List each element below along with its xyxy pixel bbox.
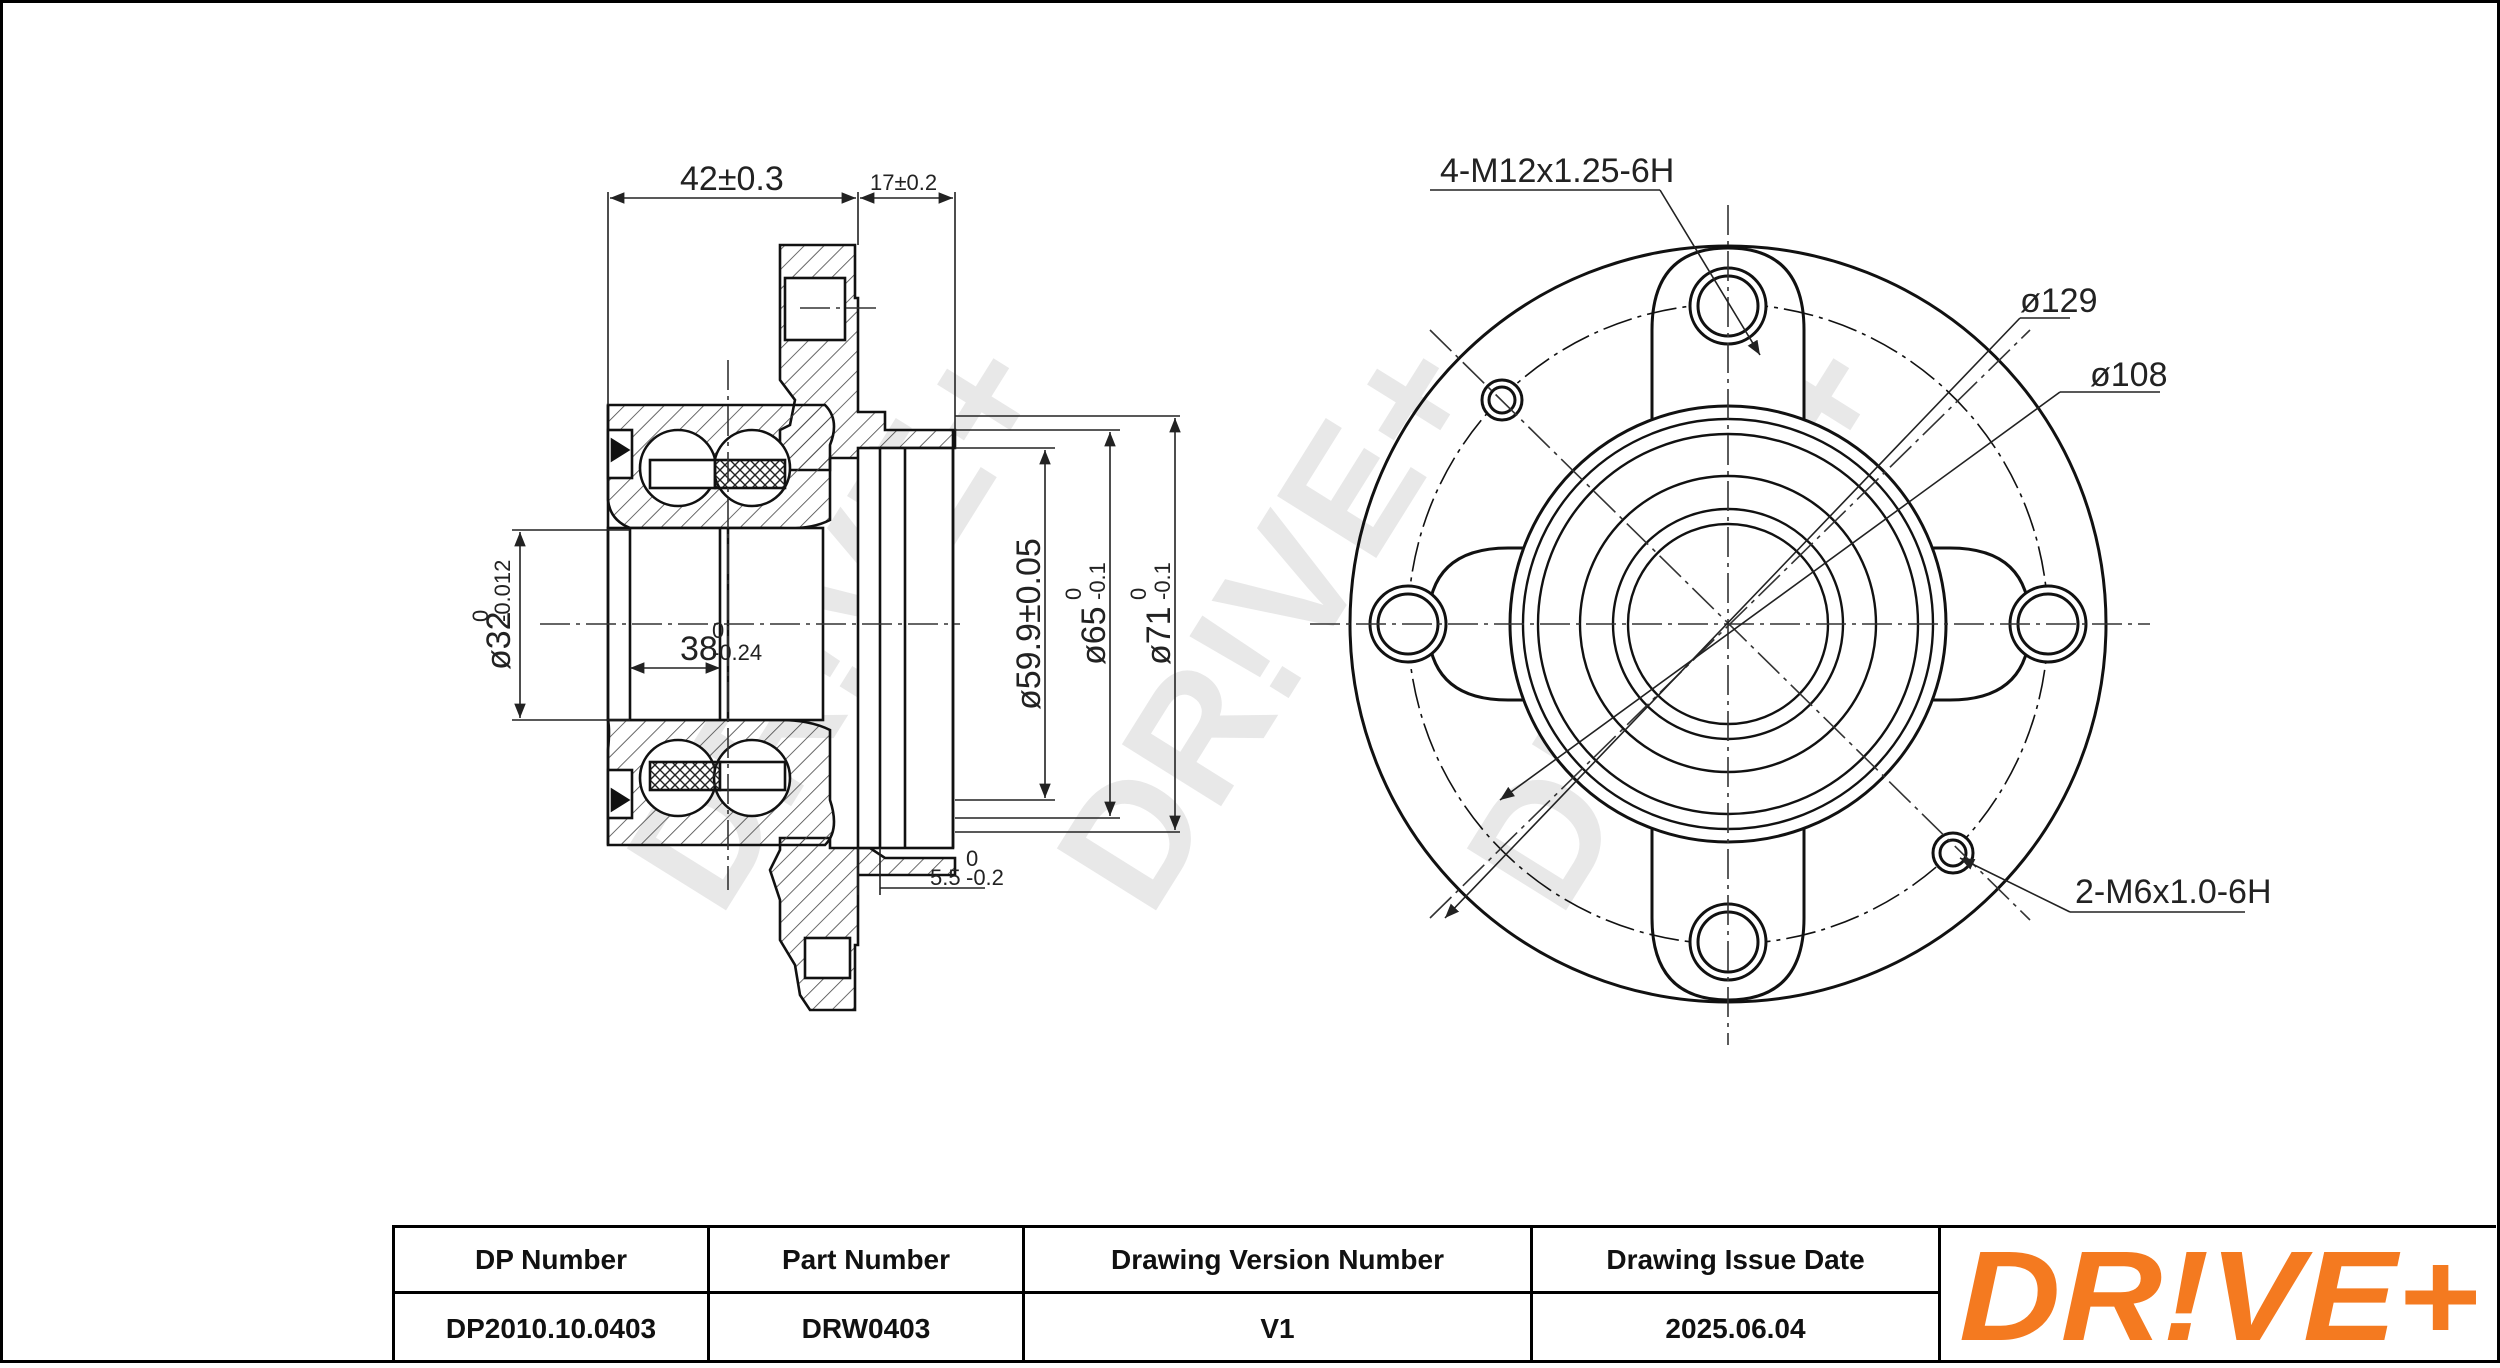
label-pcd-outer: ø129 [2020,282,2098,320]
title-block: DP Number DP2010.10.0403 Part Number DRW… [392,1225,2499,1368]
dim-seat-dia: ø65 [1075,606,1113,665]
label-thread-studs: 4-M12x1.25-6H [1440,152,1674,190]
dim-outer-dia-tol-lower: -0.1 [1150,562,1175,600]
dim-step-tol-lower: -0.2 [966,865,1004,890]
leaders-right [1430,189,2245,919]
dim-seat-dia-tol-upper: 0 [1061,588,1086,600]
title-col-part-number: Part Number DRW0403 [710,1228,1025,1363]
title-col-version: Drawing Version Number V1 [1025,1228,1533,1363]
dimension-labels-right: 4-M12x1.25-6H ø129 ø108 2-M6x1.0-6H [1440,152,2272,911]
dim-inner-bore-tol-upper: 0 [468,610,493,622]
label-thread-small: 2-M6x1.0-6H [2075,873,2272,911]
dimensions-left [512,192,1181,895]
value-version: V1 [1260,1312,1295,1344]
value-issue-date: 2025.06.04 [1665,1312,1806,1344]
hub-flange-lower-section [768,836,957,1012]
dim-step-tol-upper: 0 [966,846,978,871]
dim-bearing-width-tol-upper: 0 [712,618,724,643]
stud-hole-upper [783,276,847,342]
header-version: Drawing Version Number [1025,1228,1530,1294]
brand-logo: DR!VE+ [1941,1225,2499,1368]
dim-bearing-width: 38 [680,630,718,668]
dim-inner-bore-tol-lower: -0.012 [490,560,515,622]
logo-text: DR!VE+ [1959,1228,2479,1363]
centerlines-left [540,307,960,890]
dim-outer-dia-tol-upper: 0 [1126,588,1151,600]
dim-overall-width: 42±0.3 [680,160,784,198]
dim-pilot-dia: ø59.9±0.05 [1010,538,1048,710]
dim-bearing-width-tol-lower: -0.24 [712,640,762,665]
title-col-issue-date: Drawing Issue Date 2025.06.04 [1533,1228,1941,1363]
header-dp-number: DP Number [395,1228,707,1294]
label-pcd-inner: ø108 [2090,356,2168,394]
dimension-labels-left: 42±0.3 17±0.2 ø32 0 -0.012 38 0 -0.24 ø5… [468,160,1178,890]
value-part-number: DRW0403 [801,1312,931,1344]
dim-flange-width: 17±0.2 [870,170,937,195]
centerlines-right [1310,205,2150,1045]
title-col-dp-number: DP Number DP2010.10.0403 [395,1228,710,1363]
stud-hole-lower [803,936,852,980]
header-part-number: Part Number [710,1228,1022,1294]
dim-inner-bore: ø32 [480,611,518,670]
header-issue-date: Drawing Issue Date [1533,1228,1938,1294]
logo-mark: DR!VE+ [1959,1225,2479,1368]
dim-seat-dia-tol-lower: -0.1 [1085,562,1110,600]
dim-step: 5.5 [930,865,961,890]
section-view [606,243,957,1012]
value-dp-number: DP2010.10.0403 [445,1312,657,1344]
dim-outer-dia: ø71 [1140,606,1178,665]
